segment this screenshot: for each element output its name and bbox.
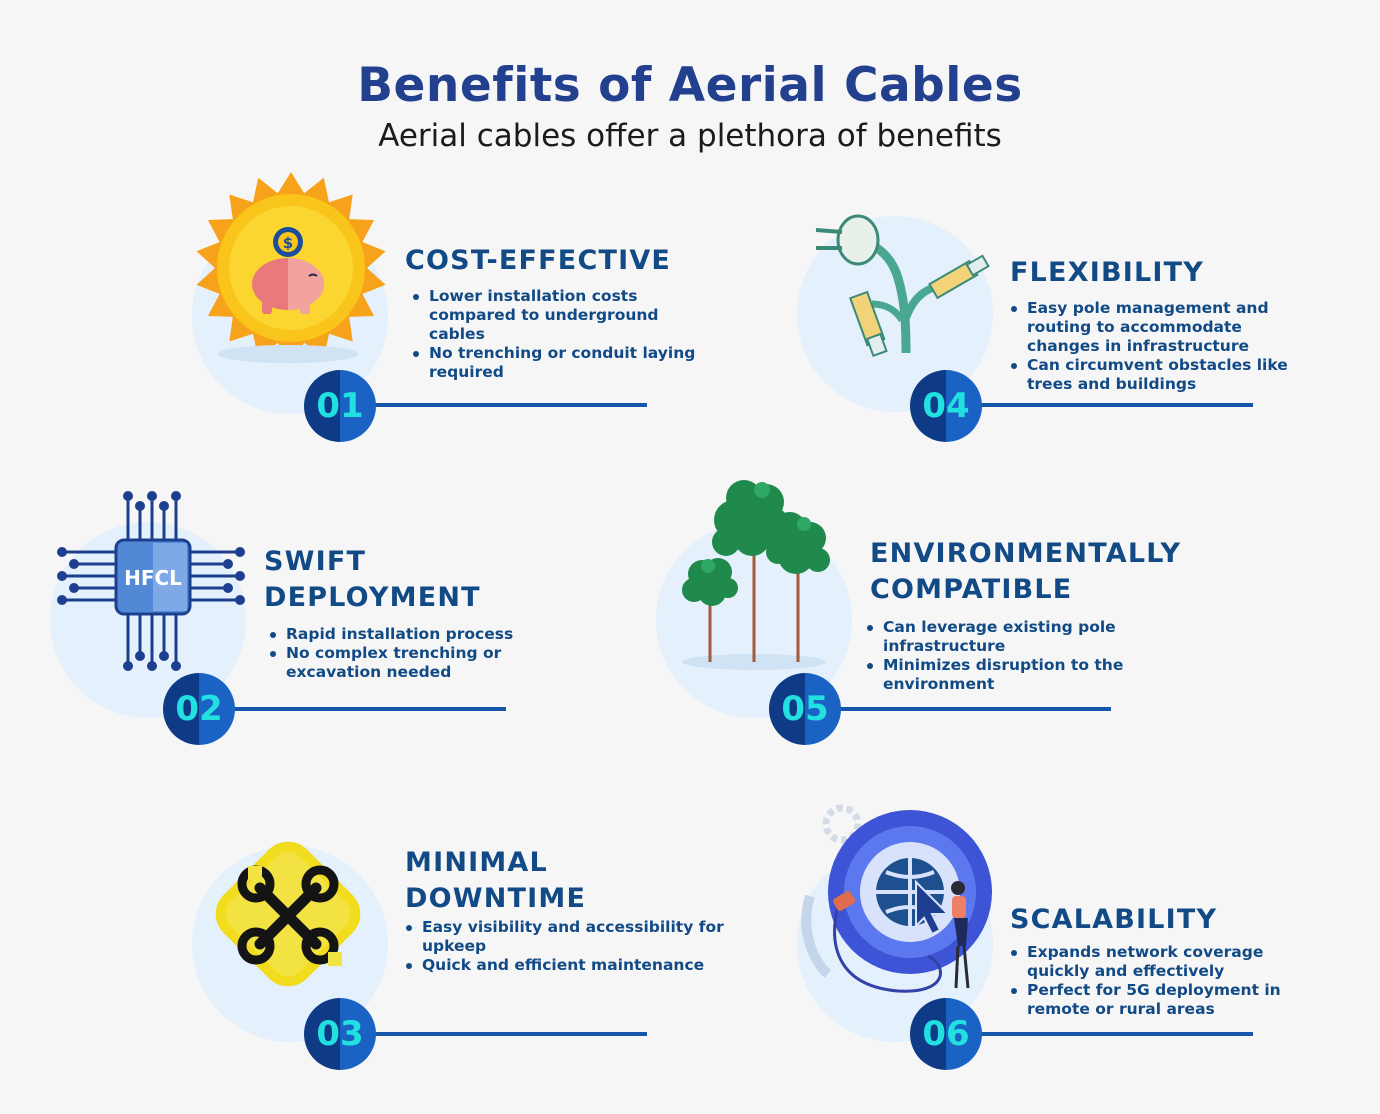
bullet-item: Expands network coverage quickly and eff… <box>1009 943 1309 981</box>
page-subtitle: Aerial cables offer a plethora of benefi… <box>378 118 1002 154</box>
heading-line: SWIFT <box>264 546 367 577</box>
heading-line: FLEXIBILITY <box>1010 257 1204 288</box>
benefit-badge-04: 04 <box>910 370 982 442</box>
benefit-bullets-04: Easy pole management and routing to acco… <box>1009 299 1314 394</box>
benefit-heading-01: COST-EFFECTIVE <box>405 243 671 279</box>
bullet-item: Easy visibility and accessibility for up… <box>404 918 739 956</box>
heading-line: ENVIRONMENTALLY <box>870 538 1182 569</box>
bullet-item: Can leverage existing pole infrastructur… <box>865 618 1165 656</box>
wrench-sign-icon <box>215 841 361 987</box>
benefit-bullets-02: Rapid installation process No complex tr… <box>268 625 558 682</box>
bullet-item: Minimizes disruption to the environment <box>865 656 1165 694</box>
heading-line: DEPLOYMENT <box>264 582 481 613</box>
bullet-item: Rapid installation process <box>268 625 558 644</box>
benefit-badge-06: 06 <box>910 998 982 1070</box>
benefit-badge-03: 03 <box>304 998 376 1070</box>
benefit-badge-02: 02 <box>163 673 235 745</box>
benefit-line-06 <box>945 1032 1253 1036</box>
chip-icon: HFCL <box>57 491 245 671</box>
bullet-item: Perfect for 5G deployment in remote or r… <box>1009 981 1309 1019</box>
benefit-bullets-05: Can leverage existing pole infrastructur… <box>865 618 1165 694</box>
bullet-item: Quick and efficient maintenance <box>404 956 739 975</box>
globe-network-icon <box>801 804 992 993</box>
piggy-bank-sun-icon: $ <box>196 172 386 364</box>
benefit-bullets-06: Expands network coverage quickly and eff… <box>1009 943 1309 1019</box>
benefit-badge-05: 05 <box>769 673 841 745</box>
benefit-badge-01: 01 <box>304 370 376 442</box>
trees-icon <box>682 480 830 670</box>
benefit-heading-06: SCALABILITY <box>1010 902 1217 938</box>
bullet-item: Easy pole management and routing to acco… <box>1009 299 1314 356</box>
chip-label: HFCL <box>124 566 182 590</box>
heading-line: COST-EFFECTIVE <box>405 245 672 276</box>
benefit-line-01 <box>340 403 647 407</box>
page-title: Benefits of Aerial Cables <box>357 58 1023 113</box>
benefit-heading-03: MINIMAL DOWNTIME <box>405 845 586 917</box>
benefit-line-05 <box>805 707 1111 711</box>
heading-line: SCALABILITY <box>1010 904 1218 935</box>
benefit-line-02 <box>200 707 506 711</box>
benefit-heading-02: SWIFT DEPLOYMENT <box>264 544 481 616</box>
bullet-item: Lower installation costs compared to und… <box>411 287 711 344</box>
benefit-line-03 <box>340 1032 647 1036</box>
benefit-heading-04: FLEXIBILITY <box>1010 255 1204 291</box>
bullet-item: No trenching or conduit laying required <box>411 344 711 382</box>
svg-text:$: $ <box>283 234 293 252</box>
heading-line: MINIMAL <box>405 847 548 878</box>
plug-cables-icon <box>815 214 990 358</box>
benefit-heading-05: ENVIRONMENTALLY COMPATIBLE <box>870 536 1181 608</box>
bullet-item: No complex trenching or excavation neede… <box>268 644 558 682</box>
heading-line: DOWNTIME <box>405 883 587 914</box>
heading-line: COMPATIBLE <box>870 574 1073 605</box>
benefit-bullets-01: Lower installation costs compared to und… <box>411 287 711 382</box>
benefit-line-04 <box>945 403 1253 407</box>
bullet-item: Can circumvent obstacles like trees and … <box>1009 356 1314 394</box>
benefit-bullets-03: Easy visibility and accessibility for up… <box>404 918 739 975</box>
